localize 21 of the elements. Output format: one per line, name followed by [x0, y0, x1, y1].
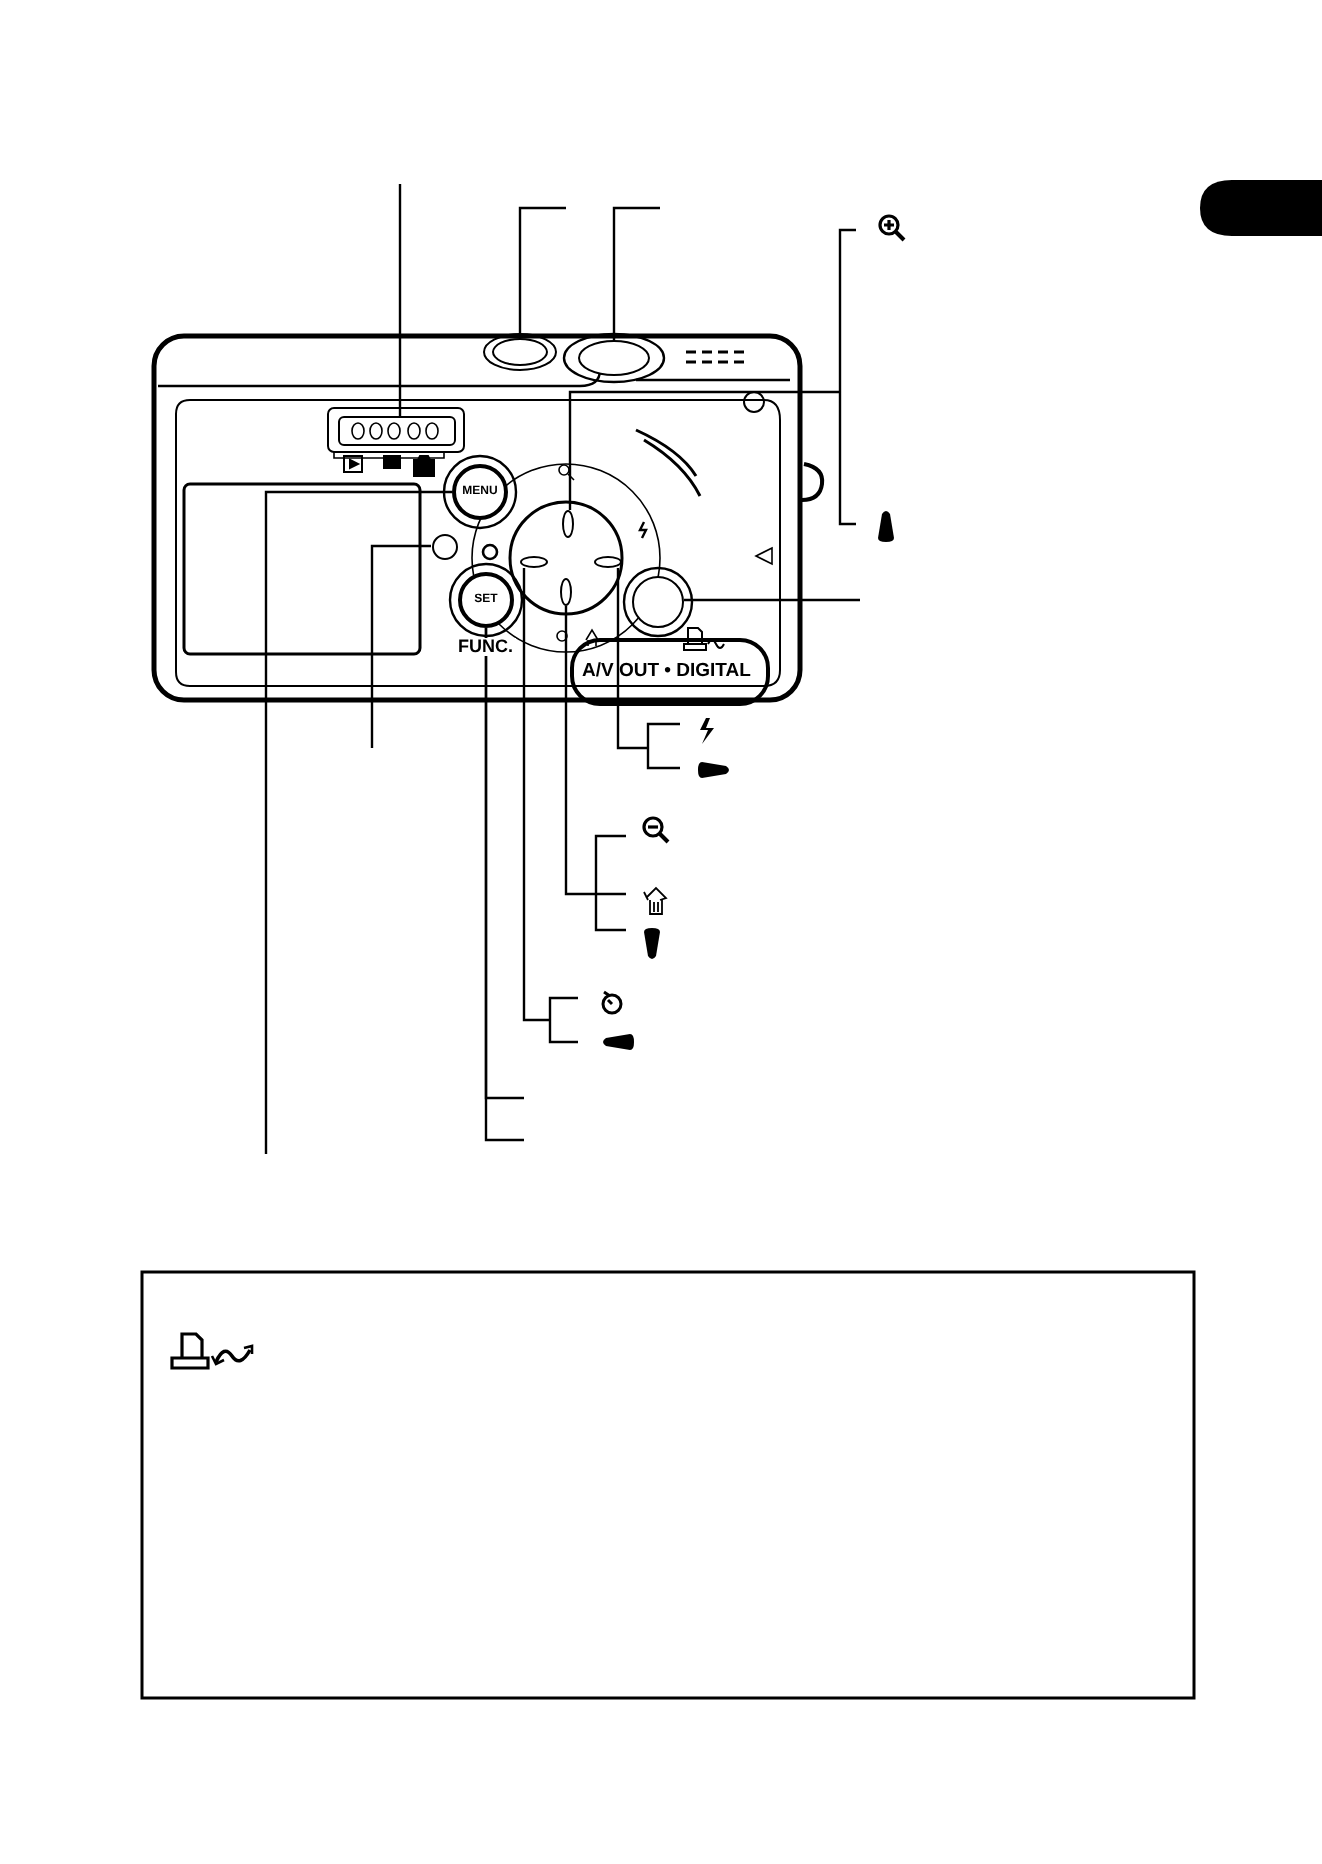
small-round-button — [431, 533, 457, 559]
leader-line — [616, 566, 682, 770]
leader-line — [518, 206, 566, 338]
up-button — [562, 510, 574, 538]
leader-line — [684, 598, 860, 602]
port-cover-label: A/V OUT • DIGITAL — [582, 662, 751, 681]
leader-line — [398, 184, 402, 416]
menu-button — [452, 464, 508, 520]
power-button — [492, 338, 548, 366]
left-button — [520, 556, 548, 568]
leader-line — [568, 228, 858, 526]
leader-line — [612, 206, 660, 340]
mode-switch — [338, 416, 456, 446]
leader-line — [564, 604, 628, 932]
button-caption: FUNC. — [456, 638, 515, 656]
right-button — [594, 556, 622, 568]
down-button — [560, 578, 572, 606]
shutter-button — [578, 340, 650, 376]
set-button — [458, 572, 514, 628]
leader-line — [264, 490, 452, 1154]
print-share-button — [632, 576, 684, 628]
